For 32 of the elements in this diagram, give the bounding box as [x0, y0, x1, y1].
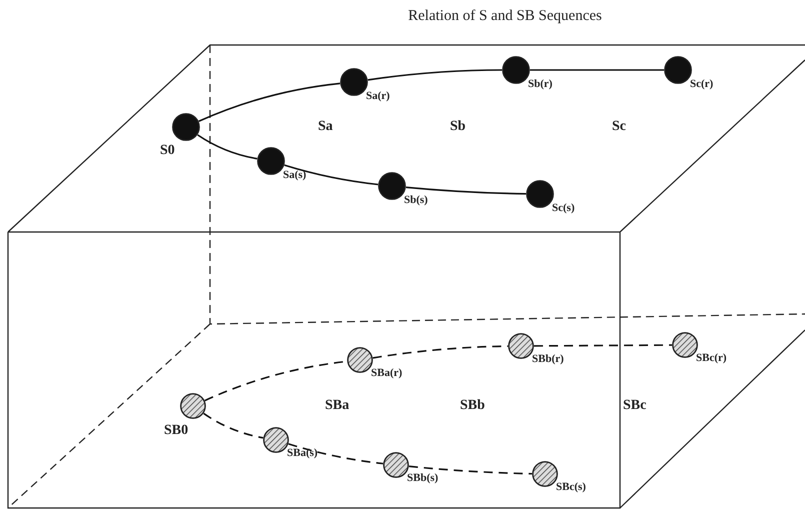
connector	[198, 82, 340, 122]
dashed-connector	[372, 345, 508, 359]
node-label: S0	[160, 143, 175, 159]
region-label: SBb	[460, 398, 485, 414]
dashed-connector	[408, 466, 532, 475]
node-label: Sb(s)	[404, 194, 428, 206]
node-label: SBc(s)	[556, 481, 586, 493]
connector	[368, 69, 502, 81]
node-label: SBa(s)	[287, 447, 318, 459]
connector	[406, 186, 526, 195]
connector	[284, 164, 378, 186]
node-label: SBa(r)	[371, 367, 402, 379]
dashed-connector	[203, 412, 264, 439]
region-label: SBc	[623, 398, 646, 414]
diagram-title: Relation of S and SB Sequences	[407, 8, 603, 25]
dashed-connector	[288, 443, 384, 464]
region-label: Sb	[450, 119, 466, 135]
region-label: Sa	[318, 119, 333, 135]
region-label: Sc	[612, 119, 626, 135]
region-label: SBa	[325, 398, 350, 414]
node-label: Sa(s)	[283, 169, 306, 181]
node-label: SB0	[164, 423, 188, 439]
node-label: SBb(s)	[407, 472, 438, 484]
dashed-connector	[534, 344, 672, 347]
connector	[530, 69, 664, 71]
node-label: Sb(r)	[528, 78, 552, 90]
node-label: Sa(r)	[366, 90, 390, 102]
node-label: Sc(r)	[690, 78, 714, 90]
connector	[197, 134, 258, 160]
node-label: SBb(r)	[532, 353, 564, 365]
node-label: SBc(r)	[696, 352, 727, 364]
node-label: Sc(s)	[552, 202, 575, 214]
